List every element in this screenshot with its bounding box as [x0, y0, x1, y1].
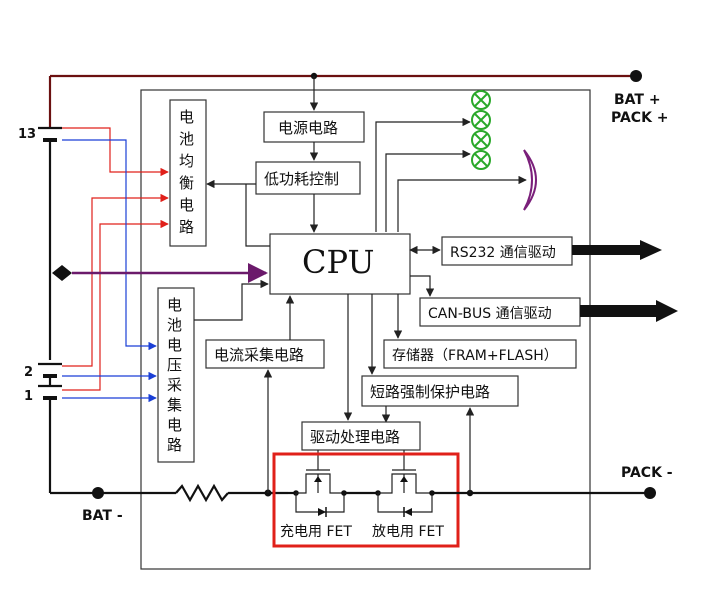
current-collect-block: 电流采集电路 [205, 339, 325, 369]
balance-circuit-block: 电 池 均 衡 电 路 [169, 99, 207, 247]
svg-text:存储器（FRAM+FLASH）: 存储器（FRAM+FLASH） [392, 348, 558, 364]
buzzer-icon [523, 149, 537, 211]
mosfet-icon [375, 460, 435, 517]
negative-rail [50, 483, 656, 503]
voltage-collect-block: 电 池 电 压 采 集 电 路 [157, 287, 195, 463]
cell-13-label: 13 [18, 127, 36, 142]
svg-text:低功耗控制: 低功耗控制 [264, 170, 339, 188]
svg-text:路: 路 [167, 436, 182, 454]
led-indicator-icon [471, 90, 491, 110]
diamond-port-icon [52, 265, 72, 281]
svg-text:池: 池 [167, 316, 182, 334]
cell-1-label: 1 [24, 389, 33, 404]
svg-text:CAN-BUS 通信驱动: CAN-BUS 通信驱动 [428, 306, 552, 322]
charge-fet-label: 充电用 FET [280, 524, 352, 540]
svg-text:均: 均 [179, 152, 194, 170]
driver-block: 驱动处理电路 [301, 421, 421, 451]
low-power-control-block: 低功耗控制 [255, 161, 361, 195]
positive-rail [48, 70, 642, 128]
balance-sense-lines [62, 127, 169, 391]
fet-highlight-box [272, 452, 460, 548]
battery-stack [38, 126, 62, 493]
board-outline [140, 89, 591, 570]
mosfet-icon [288, 460, 347, 517]
bat-plus-label: BAT + [614, 92, 661, 108]
cell-2-label: 2 [24, 365, 33, 380]
led-indicator-icon [471, 150, 491, 170]
svg-text:电: 电 [167, 296, 182, 314]
svg-text:路: 路 [179, 218, 194, 236]
svg-text:电: 电 [167, 336, 182, 354]
svg-text:电: 电 [179, 196, 194, 214]
canbus-block: CAN-BUS 通信驱动 [419, 297, 581, 327]
led-indicators [471, 90, 491, 170]
svg-text:短路强制保护电路: 短路强制保护电路 [370, 383, 490, 401]
cpu-block: CPU [269, 233, 411, 295]
svg-text:电流采集电路: 电流采集电路 [214, 346, 304, 364]
voltage-sense-lines [62, 139, 157, 403]
pack-plus-label: PACK + [611, 110, 669, 126]
svg-text:电源电路: 电源电路 [278, 119, 338, 137]
rs232-output-arrow [572, 240, 662, 260]
svg-text:池: 池 [179, 130, 194, 148]
pack-minus-label: PACK - [621, 465, 673, 481]
svg-text:RS232 通信驱动: RS232 通信驱动 [450, 245, 556, 261]
rs232-block: RS232 通信驱动 [441, 236, 573, 266]
led-indicator-icon [471, 130, 491, 150]
svg-text:集: 集 [167, 396, 182, 414]
shunt-resistor-icon [175, 483, 229, 503]
bat-minus-label: BAT - [82, 508, 123, 524]
svg-text:电: 电 [179, 108, 194, 126]
short-protection-block: 短路强制保护电路 [361, 375, 519, 407]
power-circuit-block: 电源电路 [263, 111, 365, 143]
canbus-output-arrow [580, 300, 678, 322]
svg-text:电: 电 [167, 416, 182, 434]
memory-block: 存储器（FRAM+FLASH） [383, 339, 577, 369]
svg-text:采: 采 [167, 376, 182, 394]
led-indicator-icon [471, 110, 491, 130]
svg-text:压: 压 [167, 356, 182, 374]
pack-minus-terminal [644, 487, 656, 499]
cpu-label: CPU [302, 243, 374, 281]
discharge-fet-label: 放电用 FET [372, 524, 444, 540]
svg-text:驱动处理电路: 驱动处理电路 [310, 428, 400, 446]
svg-text:衡: 衡 [179, 174, 194, 192]
pack-plus-terminal [630, 70, 642, 82]
